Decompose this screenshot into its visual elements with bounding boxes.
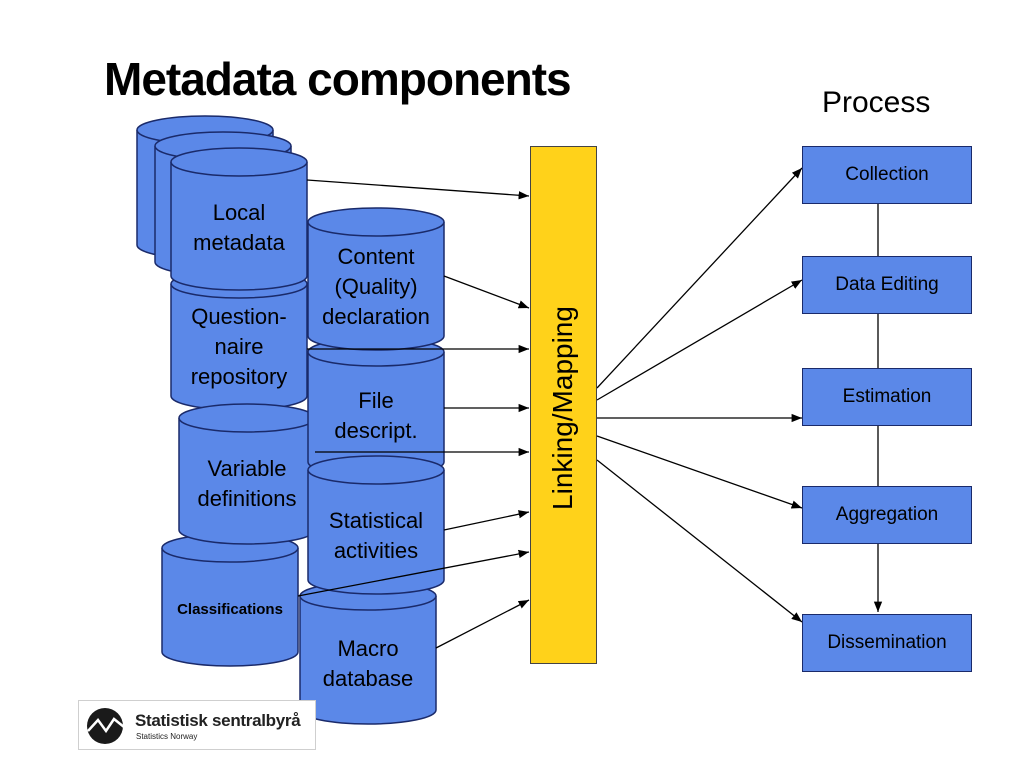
arrow-to-dissemination [596, 459, 803, 623]
statistical-activities-cylinder [307, 455, 445, 595]
arrow-content-declaration [443, 275, 530, 309]
questionnaire-label: Question- naire repository [190, 304, 288, 389]
variable-definitions-label: Variable definitions [197, 456, 297, 511]
page-title: Metadata components [104, 53, 572, 105]
ssb-logo-mark-icon [87, 708, 125, 744]
process-dissemination: Dissemination [802, 614, 972, 672]
arrow-to-aggregation [596, 435, 803, 509]
content-declaration-label: Content (Quality) declaration [322, 244, 430, 329]
arrow-classifications [297, 549, 530, 597]
process-data-editing: Data Editing [802, 256, 972, 314]
arrow-macro-database [435, 599, 530, 649]
linking-mapping-bar [530, 146, 597, 664]
content-declaration-cylinder [307, 207, 445, 351]
logo-name: Statistisk sentralbyrå [135, 711, 301, 730]
logo-subtitle: Statistics Norway [136, 732, 198, 741]
process-aggregation: Aggregation [802, 486, 972, 544]
arrow-statistical-activities [443, 510, 530, 531]
arrow-to-data-editing [596, 279, 803, 401]
file-descript-label: File descript. [334, 388, 418, 443]
process-heading: Process [822, 86, 931, 119]
linking-mapping-label: Linking/Mapping [547, 306, 578, 510]
arrow-local-metadata [306, 179, 530, 200]
process-estimation: Estimation [802, 368, 972, 426]
local-metadata-cylinder [170, 147, 308, 291]
local-metadata-label: Local metadata [193, 200, 285, 255]
arrow-to-collection [596, 167, 803, 389]
statistical-activities-label: Statistical activities [328, 508, 424, 563]
classifications-label: Classifications [177, 601, 283, 618]
ssb-logo: Statistisk sentralbyrå Statistics Norway [78, 700, 316, 750]
variable-definitions-cylinder [178, 403, 316, 545]
macro-database-label: Macro database [322, 636, 414, 691]
process-collection: Collection [802, 146, 972, 204]
